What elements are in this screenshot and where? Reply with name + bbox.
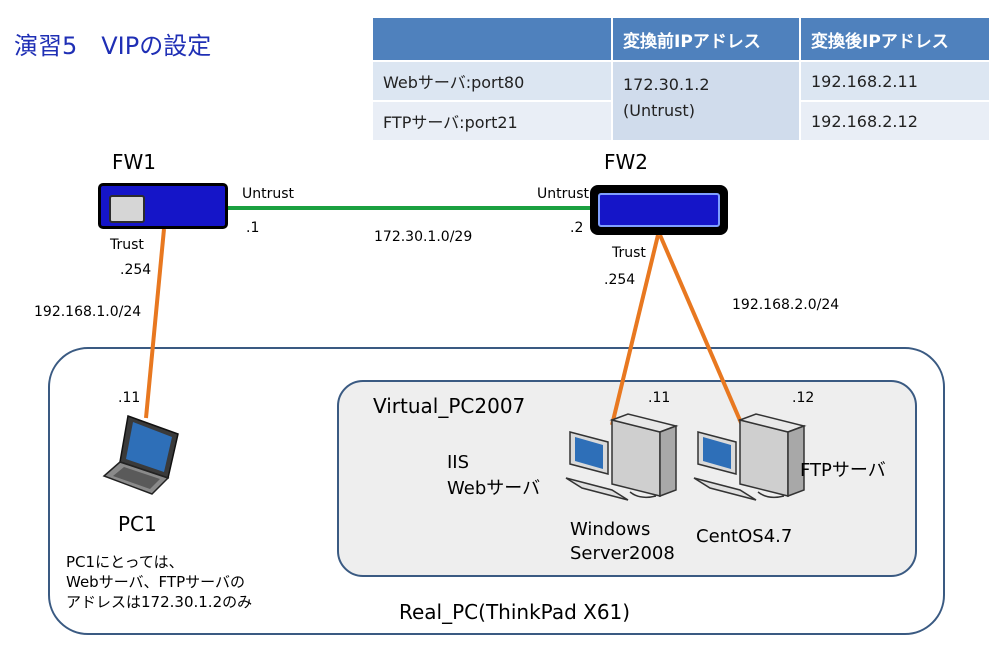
fw1-trust-ip: .254	[120, 262, 152, 278]
pc1-label: PC1	[118, 512, 157, 536]
nat-before-ip: 172.30.1.2	[623, 75, 710, 94]
nat-header-empty	[371, 16, 613, 62]
fw2-panel	[598, 193, 720, 227]
virtual-pc-label: Virtual_PC2007	[373, 394, 526, 418]
ftp-server-ip: .12	[792, 390, 815, 406]
table-row: Webサーバ:port80 172.30.1.2 (Untrust) 192.1…	[371, 60, 991, 142]
nat-table: 変換前IPアドレス 変換後IPアドレス Webサーバ:port80 172.30…	[371, 16, 991, 142]
lan1-network-label: 192.168.1.0/24	[34, 304, 142, 320]
fw2-untrust-ip: .2	[570, 220, 584, 236]
web-server-ip: .11	[648, 390, 671, 406]
web-server-role: IIS Webサーバ	[447, 450, 540, 502]
page-title: 演習5 VIPの設定	[14, 32, 212, 60]
fw2-firewall	[590, 185, 728, 235]
ftp-server-os: CentOS4.7	[696, 526, 793, 547]
fw1-untrust-ip: .1	[246, 220, 260, 236]
web-server-os-line: Windows	[570, 519, 651, 540]
fw2-untrust-label: Untrust	[537, 186, 590, 202]
real-pc-label: Real_PC(ThinkPad X61)	[399, 600, 631, 624]
lan1-link	[144, 228, 166, 419]
web-server-desktop-icon	[565, 413, 679, 501]
laptop-icon	[102, 414, 179, 495]
ftp-server-role: FTPサーバ	[800, 460, 886, 481]
lan2-link-ftp	[658, 234, 744, 426]
fw1-panel	[109, 195, 145, 223]
web-server-role-line: Webサーバ	[447, 478, 541, 499]
wan-network-label: 172.30.1.0/29	[374, 229, 473, 245]
pc1-ip: .11	[118, 390, 141, 406]
pc1-note-line: PC1にとっては、	[66, 553, 184, 571]
fw1-trust-label: Trust	[110, 237, 144, 253]
ftp-server-desktop-icon	[693, 413, 807, 501]
fw2-trust-ip: .254	[604, 272, 636, 288]
pc1-note-line: Webサーバ、FTPサーバの	[66, 573, 245, 591]
nat-header-before: 変換前IPアドレス	[611, 16, 801, 62]
nat-header-after: 変換後IPアドレス	[799, 16, 991, 62]
fw1-untrust-label: Untrust	[242, 186, 295, 202]
pc1-note-line: アドレスは172.30.1.2のみ	[66, 593, 253, 611]
nat-before-zone: (Untrust)	[623, 101, 695, 120]
nat-before-address: 172.30.1.2 (Untrust)	[611, 60, 801, 142]
table-row: FTPサーバ:port21 192.168.2.12	[371, 100, 991, 142]
fw2-trust-label: Trust	[612, 245, 646, 261]
fw1-firewall	[98, 183, 228, 229]
web-server-os: Windows Server2008	[570, 518, 675, 566]
nat-after-web: 192.168.2.11	[799, 60, 991, 102]
lan2-link-web	[610, 234, 660, 426]
nat-service-web: Webサーバ:port80	[371, 60, 613, 102]
web-server-os-line: Server2008	[570, 543, 675, 564]
nat-service-ftp: FTPサーバ:port21	[371, 100, 613, 142]
lan2-network-label: 192.168.2.0/24	[732, 297, 840, 313]
fw1-label: FW1	[112, 150, 157, 174]
nat-table-header-row: 変換前IPアドレス 変換後IPアドレス	[371, 16, 991, 62]
pc1-note: PC1にとっては、 Webサーバ、FTPサーバの アドレスは172.30.1.2…	[66, 552, 252, 612]
fw2-label: FW2	[604, 150, 649, 174]
web-server-role-line: IIS	[447, 452, 470, 473]
nat-after-ftp: 192.168.2.12	[799, 100, 991, 142]
